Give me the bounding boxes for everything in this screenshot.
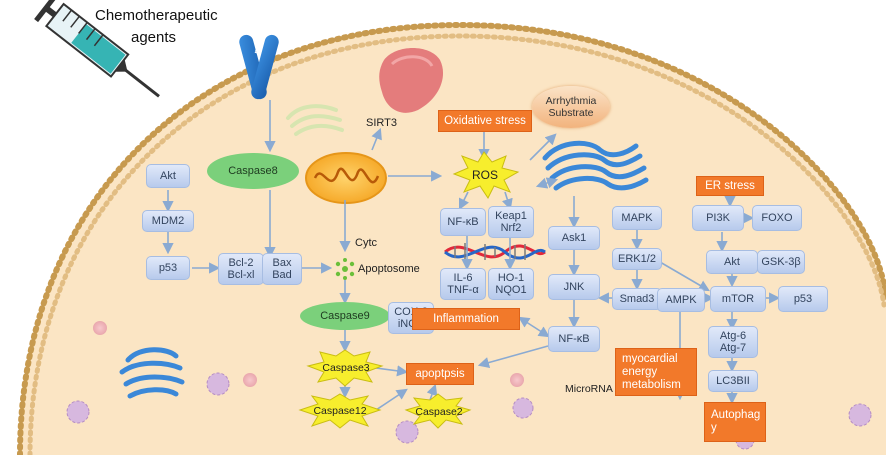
caspase3-star xyxy=(306,349,384,387)
caspase3-label: Caspase3 xyxy=(322,362,370,374)
pi3k-node: PI3K xyxy=(692,205,744,231)
ampk-node: AMPK xyxy=(657,288,705,312)
keap-node: Keap1 Nrf2 xyxy=(488,206,534,238)
autophagy-line-1: Autophag xyxy=(711,409,761,421)
il6-node: IL-6 TNF-α xyxy=(440,268,486,300)
jnk-node: JNK xyxy=(548,274,600,300)
lc3-node: LC3BII xyxy=(708,370,758,392)
dna-helix-icon xyxy=(444,243,546,261)
nfkb-top-node: NF-κB xyxy=(440,208,486,236)
title-line-1: Chemotherapeutic xyxy=(95,7,218,24)
mapk-node: MAPK xyxy=(612,206,662,230)
er-stack-icon xyxy=(542,140,649,191)
golgi-icon xyxy=(286,104,344,136)
caspase2-label: Caspase2 xyxy=(415,406,463,418)
title-line-2: agents xyxy=(131,29,177,46)
bax-node: Bax Bad xyxy=(262,253,302,285)
nfkb-bottom-node: NF-κB xyxy=(548,326,600,352)
myo-line-2: energy xyxy=(622,365,658,378)
er-bottom-icon xyxy=(119,347,185,399)
akt-left-node: Akt xyxy=(146,164,190,188)
inflammation-box: Inflammation xyxy=(412,308,520,330)
syringe-icon xyxy=(34,0,160,98)
arrhythmia-line-2: Substrate xyxy=(548,107,594,119)
ros-label: ROS xyxy=(471,168,498,182)
myocardial-metabolism-box: myocardial energy metabolism xyxy=(615,348,697,396)
gsk-node: GSK-3β xyxy=(757,250,805,274)
autophagy-line-2: y xyxy=(711,422,717,434)
autophagy-box: Autophag y xyxy=(704,402,766,442)
caspase12-star xyxy=(298,393,382,429)
cell-membrane xyxy=(17,21,886,455)
fas-receptor-icon xyxy=(239,34,279,100)
ho1-node: HO-1 NQO1 xyxy=(488,268,534,300)
smad3-node: Smad3 xyxy=(612,288,662,310)
apoptosome-icon xyxy=(335,258,355,280)
erk-node: ERK1/2 xyxy=(612,248,662,270)
mdm2-node: MDM2 xyxy=(142,210,194,232)
ask1-node: Ask1 xyxy=(548,226,600,250)
akt-right-node: Akt xyxy=(706,250,758,274)
arrhythmia-line-1: Arrhythmia xyxy=(545,95,597,107)
heart-organelle-icon xyxy=(379,48,444,113)
apoptosis-box: apoptpsis xyxy=(406,363,474,385)
mitochondrion-icon xyxy=(305,152,387,204)
p53-left-node: p53 xyxy=(146,256,190,280)
sirt3-label: SIRT3 xyxy=(366,117,397,129)
foxo-node: FOXO xyxy=(752,205,802,231)
p53-right-node: p53 xyxy=(778,286,828,312)
er-stress-box: ER stress xyxy=(696,176,764,196)
ros-star xyxy=(452,151,520,199)
caspase12-label: Caspase12 xyxy=(313,405,367,417)
oxidative-stress-box: Oxidative stress xyxy=(438,110,532,132)
apoptosome-label: Apoptosome xyxy=(358,263,420,275)
atg-node: Atg-6 Atg-7 xyxy=(708,326,758,358)
caspase2-star xyxy=(404,393,472,429)
microrna-label: MicroRNA xyxy=(565,383,613,395)
arrhythmia-node: Arrhythmia Substrate xyxy=(532,86,610,128)
mtor-node: mTOR xyxy=(710,286,766,312)
myo-line-1: myocardial xyxy=(622,352,678,365)
caspase9-node: Caspase9 xyxy=(300,302,390,330)
myo-line-3: metabolism xyxy=(622,378,681,391)
cytc-label: Cytc xyxy=(355,237,377,249)
caspase8-node: Caspase8 xyxy=(207,153,299,189)
bcl-node: Bcl-2 Bcl-xl xyxy=(218,253,264,285)
